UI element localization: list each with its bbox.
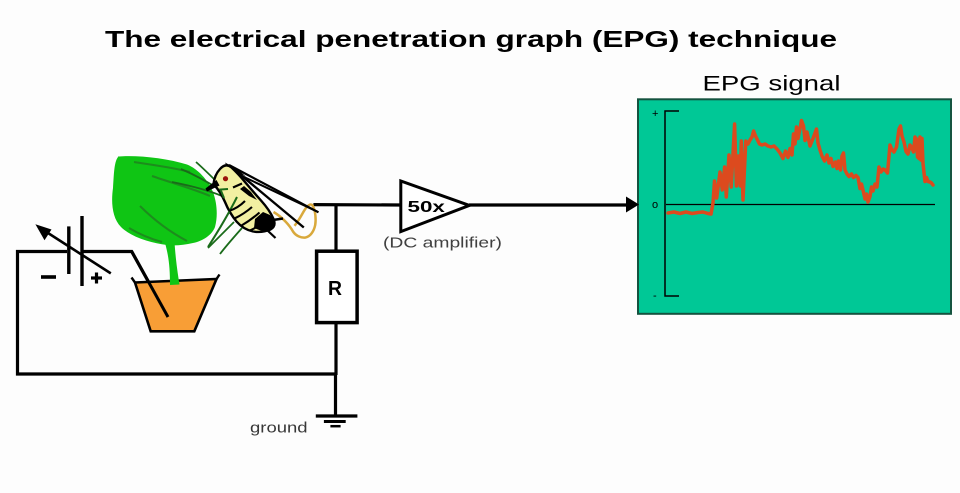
svg-text:R: R	[328, 278, 343, 300]
svg-text:-: -	[653, 290, 657, 302]
svg-text:The electrical penetration gra: The electrical penetration graph (EPG) t…	[105, 26, 837, 52]
svg-text:EPG signal: EPG signal	[703, 73, 841, 96]
svg-text:(DC amplifier): (DC amplifier)	[383, 234, 502, 251]
svg-text:+: +	[652, 108, 658, 120]
svg-text:o: o	[652, 199, 658, 211]
svg-text:ground: ground	[250, 420, 308, 437]
svg-text:50x: 50x	[408, 199, 446, 216]
